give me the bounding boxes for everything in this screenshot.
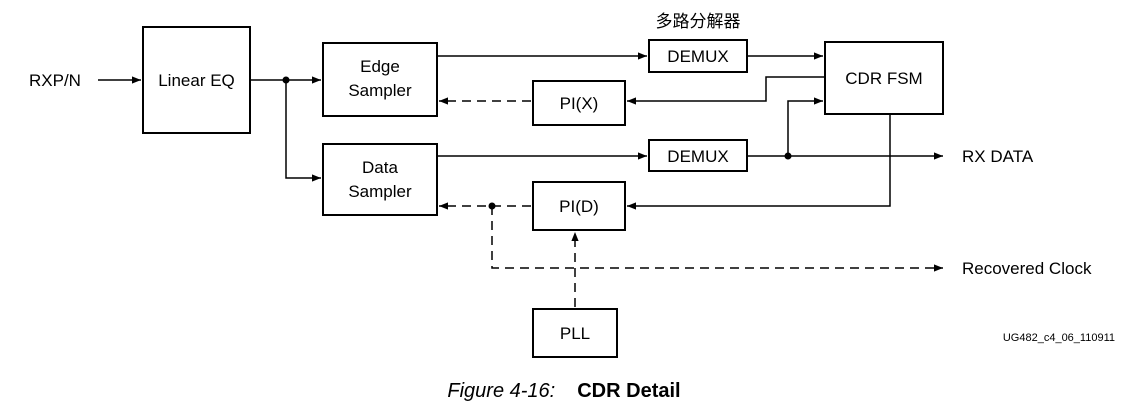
wire-eq-to-data-sampler: [285, 80, 321, 182]
demux-top-block: DEMUX: [648, 39, 748, 73]
junction-dot: [784, 152, 792, 160]
demux-annotation: 多路分解器: [656, 12, 741, 32]
cdr-fsm-block: CDR FSM: [824, 41, 944, 115]
linear-eq-block: Linear EQ: [142, 26, 251, 134]
cdr-fsm-label: CDR FSM: [845, 69, 922, 88]
pi-x-block: PI(X): [532, 80, 626, 126]
pi-d-block: PI(D): [532, 181, 626, 231]
cdr-block-diagram: Linear EQ Edge Sampler Data Sampler DEMU…: [29, 12, 1115, 358]
demux-bottom-block: DEMUX: [648, 139, 748, 172]
input-label: RXP/N: [29, 71, 81, 90]
rx-data-label: RX DATA: [962, 147, 1034, 166]
recovered-clock-label: Recovered Clock: [962, 259, 1092, 278]
data-sampler-block: Data Sampler: [322, 143, 438, 216]
edge-sampler-label-line2: Sampler: [348, 81, 412, 100]
junction-dot: [282, 76, 290, 84]
demux-bottom-label: DEMUX: [667, 147, 728, 166]
pi-d-label: PI(D): [559, 197, 599, 216]
edge-sampler-label-line1: Edge: [360, 57, 400, 76]
edge-sampler-block: Edge Sampler: [322, 42, 438, 117]
clock-wires: [439, 97, 943, 307]
pll-label: PLL: [560, 324, 590, 343]
wire-rx-data-to-cdr-fsm: [787, 97, 823, 156]
wire-recovered-clock: [491, 206, 943, 272]
wire-cdr-fsm-to-pi-d: [627, 114, 891, 210]
demux-top-label: DEMUX: [667, 47, 728, 66]
wire-cdr-fsm-to-pi-x: [627, 76, 824, 105]
figure-title: CDR Detail: [577, 380, 681, 402]
figure-number: Figure 4-16:: [447, 380, 556, 402]
figure-caption: Figure 4-16: CDR Detail: [0, 380, 1128, 403]
data-sampler-label-line2: Sampler: [348, 182, 412, 201]
data-sampler-label-line1: Data: [362, 158, 398, 177]
junction-dot: [488, 202, 496, 210]
figure-id-label: UG482_c4_06_110911: [1003, 332, 1115, 344]
signal-wires: [98, 52, 943, 210]
linear-eq-label: Linear EQ: [158, 71, 235, 90]
pll-block: PLL: [532, 308, 618, 358]
pi-x-label: PI(X): [560, 94, 599, 113]
